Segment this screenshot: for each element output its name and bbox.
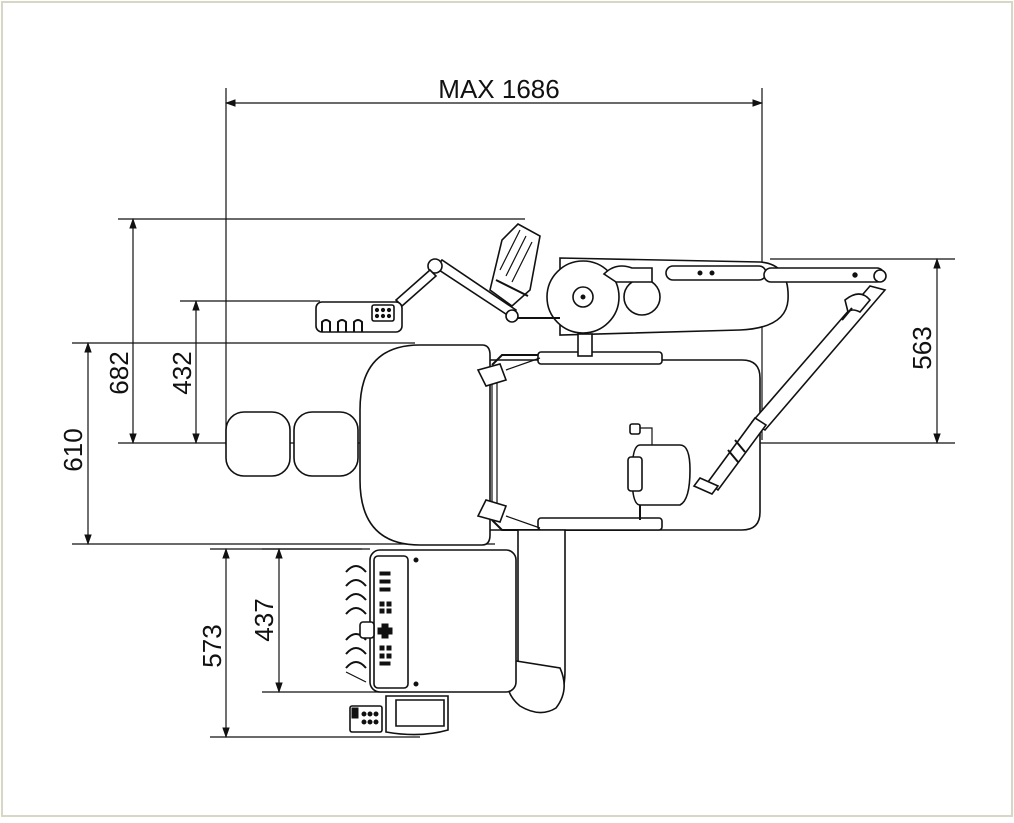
dim-label-563: 563	[907, 326, 937, 369]
dim-label-682: 682	[104, 351, 134, 394]
chair-footrest-pads	[225, 411, 359, 477]
dim-label-max: MAX 1686	[438, 74, 559, 104]
chair-headrest	[627, 423, 691, 520]
assistant-control-panel	[315, 301, 403, 333]
assistant-instrument-arm	[394, 223, 560, 323]
dentist-instrument-console	[345, 549, 517, 693]
chair-column	[505, 529, 566, 714]
operating-light-arm	[692, 267, 887, 495]
dim-label-610: 610	[58, 428, 88, 471]
cuspidor-unit	[546, 257, 789, 357]
dim-label-437: 437	[249, 598, 279, 641]
chair-base-plate	[485, 359, 761, 531]
foot-control	[349, 695, 449, 736]
dimension-lines	[72, 88, 955, 739]
chair-backrest	[476, 351, 663, 531]
dim-label-573: 573	[197, 624, 227, 667]
chair-seat	[359, 344, 491, 546]
dim-label-432: 432	[167, 351, 197, 394]
